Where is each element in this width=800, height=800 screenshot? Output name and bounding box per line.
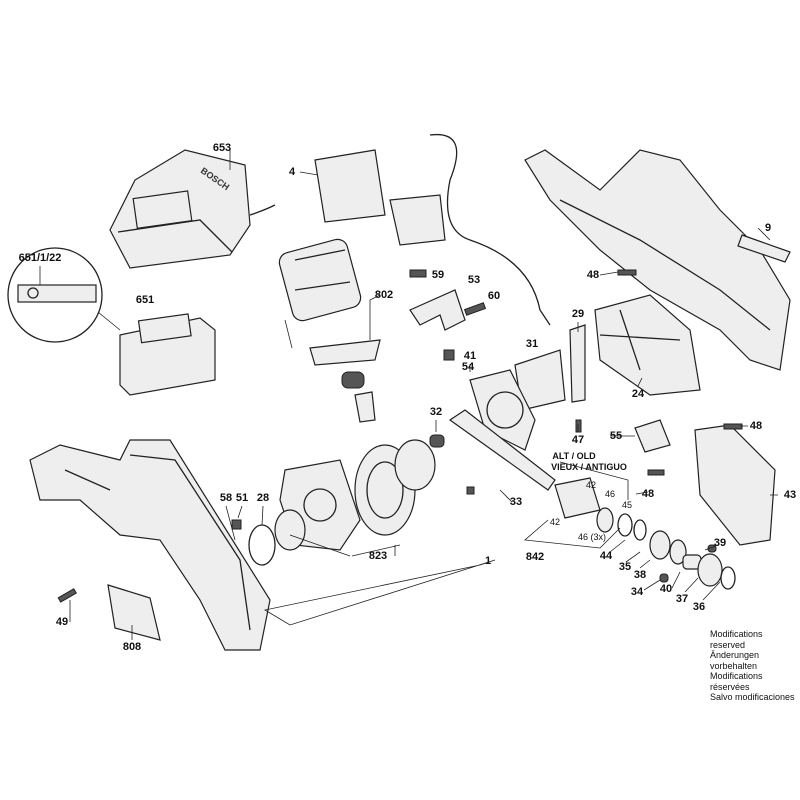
callout-44: 44 bbox=[599, 550, 613, 562]
callout-28: 28 bbox=[256, 492, 270, 504]
modifications-fr: Modifications réservées bbox=[710, 671, 763, 692]
housing-half-left bbox=[29, 439, 271, 651]
callout-651-1-22: 651/1/22 bbox=[18, 252, 62, 264]
callout-48c: 48 bbox=[641, 488, 655, 500]
callout-41: 41 bbox=[463, 350, 477, 362]
callout-37: 37 bbox=[675, 593, 689, 605]
callout-651: 651 bbox=[135, 294, 155, 306]
variant-note-antiguo: VIEUX / ANTIGUO bbox=[551, 462, 627, 472]
callout-55: 55 bbox=[609, 430, 623, 442]
battery-pack bbox=[119, 313, 216, 396]
gear-housing bbox=[594, 294, 701, 396]
charger-part: BOSCH bbox=[109, 149, 276, 269]
callout-24: 24 bbox=[631, 388, 645, 400]
callout-59: 59 bbox=[431, 269, 445, 281]
callout-46-3x: 46 (3x) bbox=[577, 532, 607, 542]
callout-40: 40 bbox=[659, 583, 673, 595]
callout-802: 802 bbox=[374, 289, 394, 301]
detail-circle bbox=[7, 247, 103, 343]
callout-38: 38 bbox=[633, 569, 647, 581]
modifications-en: Modifications reserved bbox=[710, 629, 763, 650]
callout-31: 31 bbox=[525, 338, 539, 350]
housing-half-right bbox=[524, 149, 791, 371]
callout-49: 49 bbox=[55, 616, 69, 628]
callout-53: 53 bbox=[467, 274, 481, 286]
callout-42-old: 42 bbox=[585, 480, 597, 490]
modifications-es: Salvo modificaciones bbox=[710, 692, 795, 702]
callout-842: 842 bbox=[525, 551, 545, 563]
callout-45: 45 bbox=[621, 500, 633, 510]
callout-47: 47 bbox=[571, 434, 585, 446]
modifications-de: Änderungen vorbehalten bbox=[710, 650, 760, 671]
callout-36: 36 bbox=[692, 601, 706, 613]
callout-39: 39 bbox=[713, 537, 727, 549]
callout-9: 9 bbox=[764, 222, 772, 234]
callout-42: 42 bbox=[549, 517, 561, 527]
callout-653: 653 bbox=[212, 142, 232, 154]
callout-1: 1 bbox=[484, 555, 492, 567]
callout-60: 60 bbox=[487, 290, 501, 302]
callout-34: 34 bbox=[630, 586, 644, 598]
motor-part bbox=[278, 238, 381, 423]
callout-43: 43 bbox=[783, 489, 797, 501]
variant-note-old: ALT / OLD bbox=[552, 451, 596, 461]
callout-808: 808 bbox=[122, 641, 142, 653]
callout-33: 33 bbox=[509, 496, 523, 508]
modifications-notice: Modifications reserved Änderungen vorbeh… bbox=[710, 629, 800, 703]
callout-29: 29 bbox=[571, 308, 585, 320]
switch-assembly bbox=[314, 133, 551, 326]
callout-4: 4 bbox=[288, 166, 296, 178]
callout-48: 48 bbox=[586, 269, 600, 281]
callout-48b: 48 bbox=[749, 420, 763, 432]
callout-51: 51 bbox=[235, 492, 249, 504]
callout-35: 35 bbox=[618, 561, 632, 573]
callout-32: 32 bbox=[429, 406, 443, 418]
callout-54-visible: 54 bbox=[461, 361, 475, 373]
callout-58: 58 bbox=[219, 492, 233, 504]
callout-46-old: 46 bbox=[604, 489, 616, 499]
callout-823: 823 bbox=[368, 550, 388, 562]
